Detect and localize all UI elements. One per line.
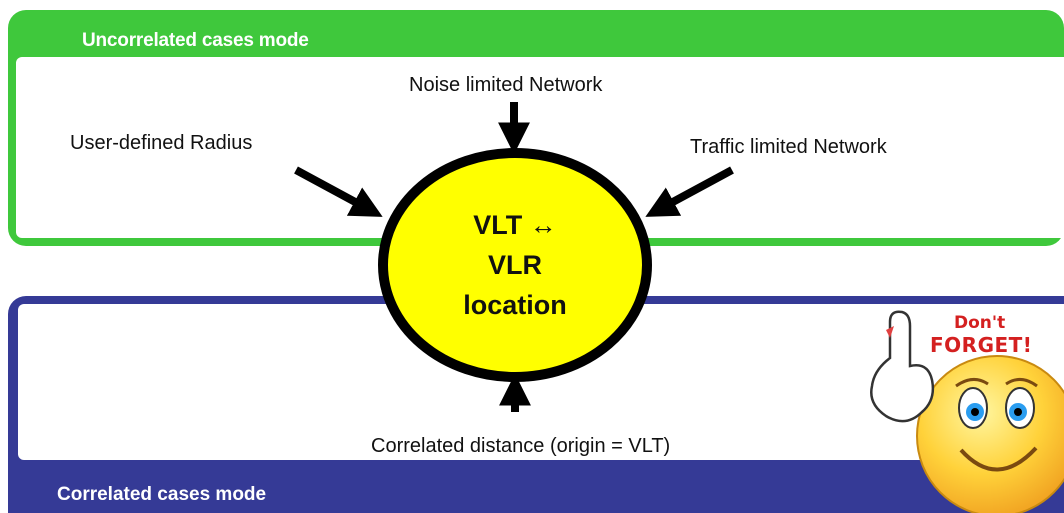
- correlated-distance-label: Correlated distance (origin = VLT): [371, 435, 671, 457]
- uncorrelated-cases-title: Uncorrelated cases mode: [82, 30, 309, 51]
- uncorrelated-cases-panel: [8, 10, 1064, 246]
- hub-line-1: VLT ↔: [473, 210, 557, 240]
- noise-limited-label: Noise limited Network: [409, 74, 603, 96]
- reminder-text-2: FORGET!: [930, 333, 1033, 357]
- user-radius-arrow: [294, 166, 383, 217]
- hub-line-2: VLR: [488, 250, 542, 280]
- reminder-text-1: Don't: [954, 313, 1006, 333]
- traffic-arrow: [645, 166, 734, 217]
- traffic-limited-label: Traffic limited Network: [690, 136, 887, 158]
- hub-label: VLT ↔ VLR location: [390, 205, 640, 325]
- dont-forget-smiley-icon: [870, 310, 1064, 513]
- hub-line-3: location: [463, 290, 567, 320]
- vlt-vlr-hub: [378, 148, 652, 382]
- correlated-cases-title: Correlated cases mode: [57, 484, 267, 505]
- user-defined-radius-label: User-defined Radius: [70, 132, 253, 154]
